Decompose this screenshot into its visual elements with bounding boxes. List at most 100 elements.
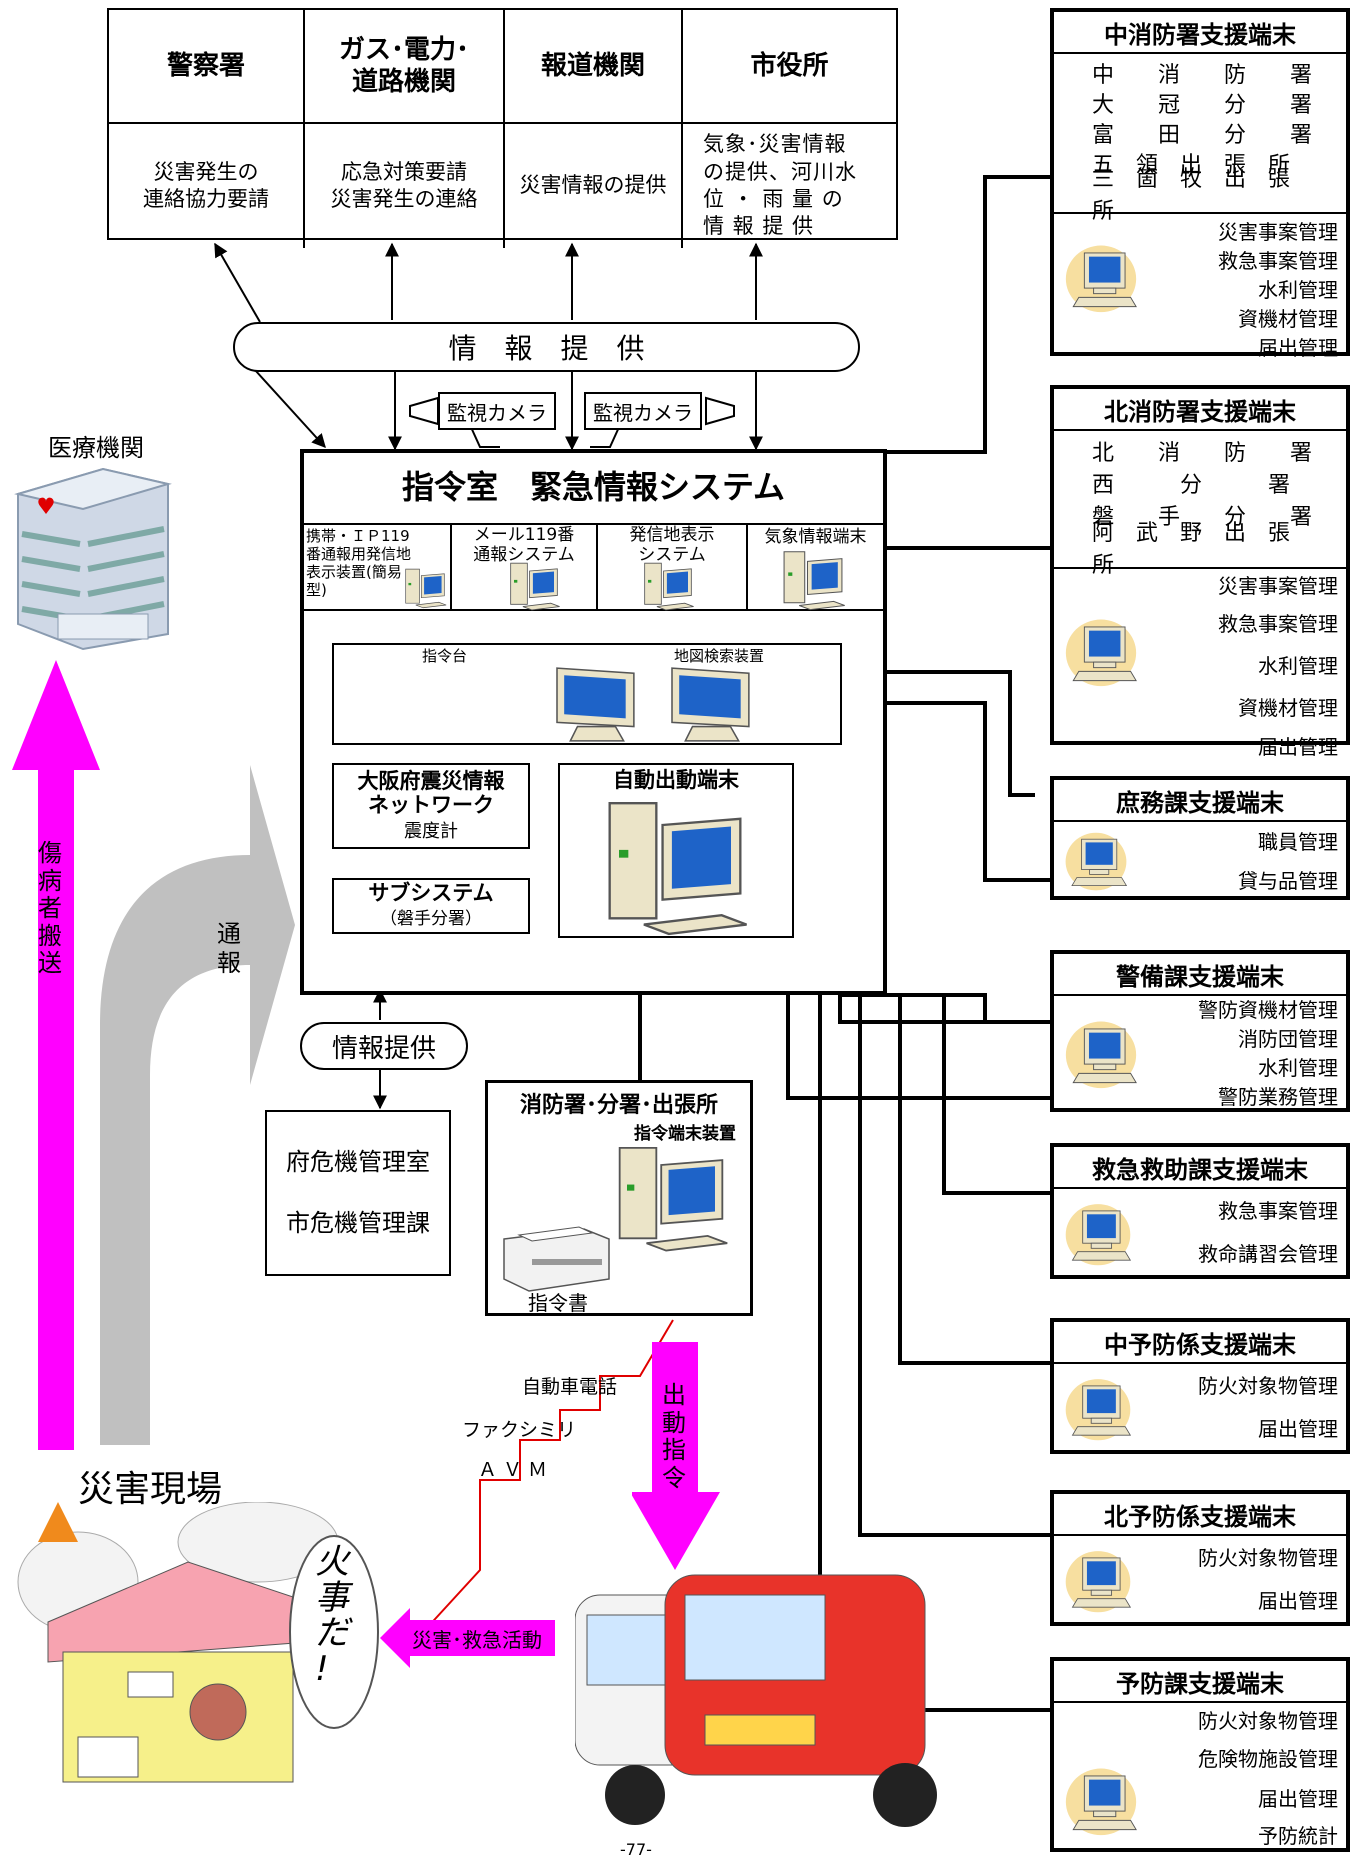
agency-table: 警察署 ガス･電力･ 道路機関 報道機関 市役所 災害発生の 連絡協力要請 応急…	[107, 8, 898, 248]
function-item[interactable]: 災害事案管理	[1218, 220, 1338, 244]
agency-press: 報道機関	[505, 10, 683, 122]
osaka-network-title: 大阪府震災情報 ネットワーク	[357, 768, 505, 817]
transport-arrow	[12, 660, 100, 1450]
location-item: 中 消 防 署	[1092, 63, 1313, 88]
function-item[interactable]: 警防資機材管理	[1198, 998, 1338, 1022]
function-list: 災害事案管理 救急事案管理 水利管理 資機材管理 届出管理	[1054, 214, 1346, 360]
function-item[interactable]: 消防団管理	[1238, 1027, 1338, 1051]
panel-title: 中消防署支援端末	[1054, 12, 1346, 54]
function-item[interactable]: 届出管理	[1258, 336, 1338, 360]
panel-naka-station: 中消防署支援端末 中 消 防 署 大 冠 分 署 富 田 分 署 五 領 出 張…	[1050, 8, 1350, 360]
panel-title: 救急救助課支援端末	[1054, 1147, 1346, 1189]
function-item[interactable]: 水利管理	[1258, 1056, 1338, 1080]
camera-left-label: 監視カメラ	[438, 392, 556, 430]
function-item[interactable]: 救命講習会管理	[1198, 1242, 1338, 1266]
activity-label: 災害･救急活動	[412, 1628, 542, 1652]
panel-kita-prevention: 北予防係支援端末 防火対象物管理 届出管理	[1050, 1490, 1350, 1626]
location-item: 大 冠 分 署	[1092, 93, 1313, 118]
panel-security: 警備課支援端末 警防資機材管理 消防団管理 水利管理 警防業務管理	[1050, 950, 1350, 1112]
panel-naka-prevention: 中予防係支援端末 防火対象物管理 届出管理	[1050, 1318, 1350, 1454]
printer-icon	[503, 1226, 610, 1292]
speech-bubble-icon	[289, 1535, 379, 1729]
terminal-icon	[1064, 1374, 1132, 1442]
function-item[interactable]: 届出管理	[1258, 1787, 1338, 1811]
panel-title: 中予防係支援端末	[1054, 1322, 1346, 1364]
press-duty: 災害情報の提供	[505, 122, 683, 248]
function-item[interactable]: 防火対象物管理	[1198, 1546, 1338, 1570]
comm-fax: ファクシミリ	[462, 1419, 577, 1441]
monitor-row	[338, 663, 838, 745]
subsystem[interactable]: サブシステム （磐手分署）	[332, 878, 530, 934]
function-list: 災害事案管理 救急事案管理 水利管理 資機材管理 届出管理	[1054, 569, 1346, 765]
terminal-icon	[1064, 1546, 1132, 1614]
computer-icon	[606, 1143, 736, 1253]
system-title: 指令室 緊急情報システム	[401, 468, 786, 506]
function-item[interactable]: 危険物施設管理	[1198, 1747, 1338, 1771]
monitor-icon	[672, 668, 749, 741]
agency-city-hall: 市役所	[750, 50, 829, 81]
city-crisis-section: 市危機管理課	[286, 1209, 430, 1237]
info-provide-bottom-label: 情報提供	[331, 1033, 436, 1064]
function-item[interactable]: 届出管理	[1258, 1589, 1338, 1613]
camera-icon	[409, 396, 439, 426]
mail-119-system[interactable]: メール119番 通報システム	[452, 525, 598, 611]
command-system: 指令室 緊急情報システム 携帯・ＩＰ119番通報用発信地表示装置(簡易型) メー…	[300, 449, 887, 995]
terminal-icon	[1064, 1199, 1132, 1267]
auto-dispatch-label: 自動出動端末	[613, 768, 739, 792]
function-item[interactable]: 資機材管理	[1238, 307, 1338, 331]
info-provide-bottom: 情報提供	[300, 1022, 468, 1070]
panel-title: 庶務課支援端末	[1054, 780, 1346, 822]
panel-kita-station: 北消防署支援端末 北 消 防 署 西 分 署 磐 手 分 署 阿 武 野 出 張…	[1050, 385, 1350, 759]
weather-terminal[interactable]: 気象情報端末	[748, 525, 883, 611]
function-item[interactable]: 警防業務管理	[1218, 1085, 1338, 1109]
function-item[interactable]: 水利管理	[1258, 278, 1338, 302]
panel-prevention-section: 予防課支援端末 防火対象物管理 危険物施設管理 届出管理 予防統計	[1050, 1657, 1350, 1852]
function-item[interactable]: 防火対象物管理	[1198, 1374, 1338, 1398]
disaster-scene-label: 災害現場	[78, 1469, 223, 1510]
city-hall-duty: 気象･災害情報 の提供、河川水 位 ・ 雨 量 の 情 報 提 供	[683, 122, 896, 248]
caller-location-system[interactable]: 発信地表示 システム	[598, 525, 748, 611]
station-terminal-label: 指令端末装置	[634, 1124, 736, 1144]
function-item[interactable]: 届出管理	[1258, 735, 1338, 759]
comm-car-phone: 自動車電話	[522, 1376, 618, 1398]
agency-utilities: ガス･電力･ 道路機関	[305, 10, 505, 122]
seismometer-label: 震度計	[404, 821, 458, 843]
panel-general-affairs: 庶務課支援端末 職員管理 貸与品管理	[1050, 776, 1350, 900]
function-item[interactable]: 防火対象物管理	[1198, 1709, 1338, 1733]
function-item[interactable]: 救急事案管理	[1218, 1199, 1338, 1223]
utilities-duty: 応急対策要請 災害発生の連絡	[305, 122, 505, 248]
function-item[interactable]: 貸与品管理	[1238, 869, 1338, 893]
osaka-quake-network[interactable]: 大阪府震災情報 ネットワーク 震度計	[332, 763, 530, 849]
console-label: 指令台	[422, 647, 468, 665]
terminal-icon	[1064, 240, 1138, 314]
location-list: 北 消 防 署 西 分 署 磐 手 分 署 阿 武 野 出 張 所	[1054, 431, 1346, 578]
location-item: 富 田 分 署	[1092, 123, 1313, 148]
auto-dispatch-terminal[interactable]: 自動出動端末	[558, 763, 794, 938]
function-item[interactable]: 届出管理	[1258, 1417, 1338, 1441]
function-item[interactable]: 救急事案管理	[1218, 612, 1338, 636]
camera-right-label: 監視カメラ	[584, 392, 702, 430]
function-list: 職員管理 貸与品管理	[1054, 822, 1346, 900]
function-item[interactable]: 資機材管理	[1238, 696, 1338, 720]
function-list: 防火対象物管理 届出管理	[1054, 1536, 1346, 1622]
fire-station: 消防署･分署･出張所 指令端末装置 指令書	[485, 1080, 753, 1316]
dispatch-arrow	[632, 1342, 720, 1570]
computer-icon	[402, 567, 448, 609]
fire-truck-illustration	[575, 1574, 937, 1827]
location-item: 阿 武 野 出 張 所	[1092, 521, 1313, 578]
dispatch-label: 出 動 指 令	[662, 1381, 686, 1492]
system-cells: 携帯・ＩＰ119番通報用発信地表示装置(簡易型) メール119番 通報システム …	[304, 523, 883, 611]
burning-house-illustration	[17, 1502, 339, 1783]
function-item[interactable]: 予防統計	[1258, 1824, 1338, 1848]
subsystem-sub: （磐手分署）	[380, 909, 482, 929]
mobile-ip-locator[interactable]: 携帯・ＩＰ119番通報用発信地表示装置(簡易型)	[304, 525, 452, 611]
function-item[interactable]: 災害事案管理	[1218, 574, 1338, 598]
function-item[interactable]: 水利管理	[1258, 654, 1338, 678]
function-item[interactable]: 救急事案管理	[1218, 249, 1338, 273]
console-area: 指令台 地図検索装置	[332, 643, 842, 745]
function-item[interactable]: 職員管理	[1258, 830, 1338, 854]
location-item: 西 分 署	[1092, 473, 1291, 498]
computer-icon	[638, 561, 698, 611]
comm-avm: ＡＶＭ	[478, 1459, 554, 1481]
